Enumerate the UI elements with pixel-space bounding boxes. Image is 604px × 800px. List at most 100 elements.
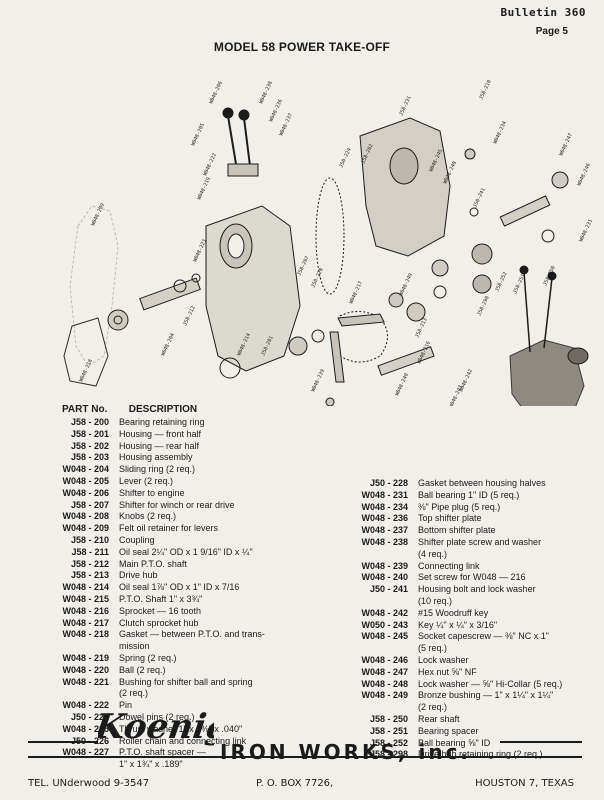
part-description: Top shifter plate [418,513,482,524]
svg-text:W048-231: W048-231 [578,218,594,242]
part-number: W048 - 246 [361,654,408,665]
part-number: W048 - 208 [62,511,109,522]
part-number: W048 - 206 [62,487,109,498]
part-description: Shifter for winch or rear drive [119,499,235,510]
part-description: Roller chain and connecting link [119,735,247,746]
part-description: Oil seal 1⅞" OD x 1" ID x 7/16 [119,582,240,593]
svg-text:W048-206: W048-206 [208,80,224,104]
svg-text:J58-212: J58-212 [182,305,196,327]
part-row: W048 - 245 Socket capescrew — ⅜" NC x 1" … [336,631,596,655]
part-number: W048 - 205 [62,475,109,486]
part-description: Ball bearing 1" ID (5 req.) [418,489,520,500]
part-row: W048 - 222 Pin [28,700,348,712]
telephone: TEL. UNderwood 9-3547 [28,778,150,789]
part-description: Pin [119,700,133,711]
part-description: Socket capescrew — ⅜" NC x 1" (5 req.) [418,631,549,654]
part-number: J58 - 252 [369,737,408,748]
city-address: HOUSTON 7, TEXAS [475,778,574,789]
svg-text:J58-210: J58-210 [478,79,492,101]
part-description: Shifter plate screw and washer (4 req.) [418,536,542,559]
part-description: Oil seal 2¼" OD x 1 9/16" ID x ¼" [119,546,253,557]
part-number: J58 - 251 [369,725,408,736]
part-number: J50 - 228 [369,478,408,488]
svg-text:W048-234: W048-234 [492,120,508,144]
footer-rule [28,756,582,758]
bulletin-number: Bulletin 360 [500,6,586,19]
part-row: W048 - 242#15 Woodruff key [336,608,596,620]
part-description: P.T.O. shaft spacer — 1" x 1¾" x .189" [119,747,206,770]
svg-text:Koenig: Koenig [98,707,214,747]
part-description: Set screw for W048 — 216 [418,572,526,583]
part-number: W048 - 204 [62,464,109,475]
part-description: Coupling [119,534,155,545]
company-name: IRON WORKS, inc. [220,740,472,764]
part-row: W048 - 204 Sliding ring (2 req.) [28,464,348,476]
parts-list-header: PART No. DESCRIPTION [62,404,197,415]
part-description: Drive hub [119,570,158,581]
svg-text:W048-247: W048-247 [558,132,574,156]
part-number: J58 - 203 [70,452,109,463]
part-description: Shifter to engine [119,487,185,498]
part-description: Sliding ring (2 req.) [119,464,196,475]
part-row: J58 - 207 Shifter for winch or rear drive [28,500,348,512]
part-description: Knobs (2 req.) [119,511,177,522]
part-description: Housing bolt and lock washer (10 req.) [418,584,536,606]
part-number: J58 - 207 [70,499,109,510]
svg-text:W048-236: W048-236 [268,98,284,122]
part-description: Bushing for shifter ball and spring (2 r… [119,676,253,699]
part-description: Ball (2 req.) [119,664,166,675]
part-description: ⅜" Pipe plug (5 req.) [418,501,501,512]
svg-text:W048-238: W048-238 [258,80,274,104]
part-description: Sprocket — 16 tooth [119,605,202,616]
part-number: W048 - 222 [62,700,109,711]
koenig-logo: Koenig [98,707,214,747]
part-description: Gasket between housing halves [418,478,546,488]
part-description: Lever (2 req.) [119,475,174,486]
part-number: W048 - 225 [62,723,109,734]
part-description: Main P.T.O. shaft [119,558,187,569]
part-description: Housing assembly [119,452,193,463]
page-number: Page 5 [535,26,568,37]
part-description: Clutch sprocket hub [119,617,199,628]
part-description: Connecting link [418,560,480,571]
svg-text:J58-298: J58-298 [476,295,490,317]
part-number: W048 - 239 [361,560,408,571]
part-number: W048 - 245 [361,631,408,642]
part-number: W048 - 240 [361,572,408,583]
part-row: W048 - 227 P.T.O. shaft spacer — 1" x 1¾"… [28,747,348,771]
part-description: Bearing retaining ring [119,417,205,427]
part-number: W048 - 217 [62,617,109,628]
part-row: W048 - 208 Knobs (2 req.) [28,511,348,523]
part-description: Bearing spacer [418,725,479,736]
part-number: W048 - 227 [62,747,109,758]
part-row: J58 - 251 Bearing spacer [336,726,596,738]
part-description: Gasket — between P.T.O. and trans- missi… [119,629,265,652]
part-description: Key ¼" x ¼" x 3/16" [418,619,498,630]
part-number: W048 - 231 [361,489,408,500]
part-row: W048 - 206 Shifter to engine [28,488,348,500]
part-number: W048 - 219 [62,652,109,663]
part-number: W048 - 209 [62,523,109,534]
part-number: J58 - 250 [369,713,408,724]
svg-text:J58-207: J58-207 [296,255,310,277]
part-row: J58 - 203 Housing assembly [28,452,348,464]
part-number: J58 - 210 [70,534,109,545]
description-header: DESCRIPTION [128,404,198,415]
part-number: J58 - 202 [70,440,109,451]
